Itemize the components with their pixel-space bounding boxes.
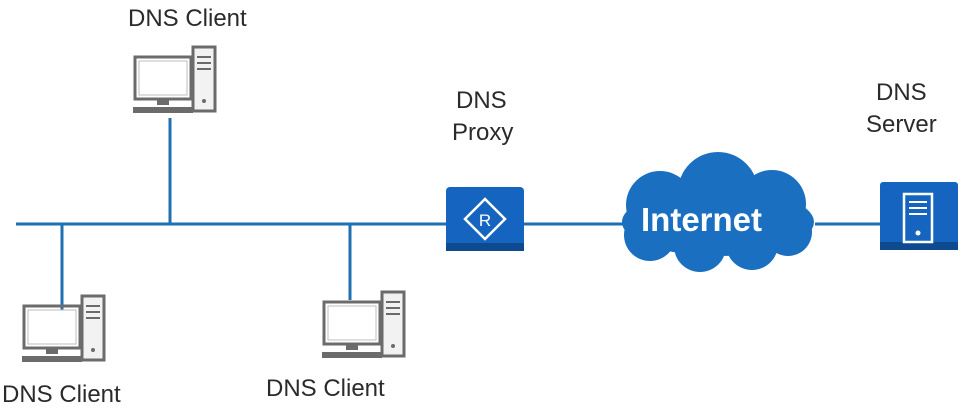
label-dns-proxy-line1: DNS [456, 87, 507, 114]
label-dns-server-line2: Server [866, 111, 937, 138]
desktop-computer-icon-bottom-left [20, 294, 106, 364]
connection-lines [16, 118, 880, 312]
label-dns-proxy-line2: Proxy [452, 119, 514, 146]
label-internet: Internet [641, 201, 763, 238]
label-dns-client-bottom-left: DNS Client [2, 381, 121, 408]
desktop-computer-icon-top [131, 45, 217, 115]
label-dns-server-line1: DNS [876, 79, 927, 106]
router-icon: R [446, 187, 524, 251]
desktop-computer-icon-bottom-mid [320, 290, 406, 360]
label-dns-client-bottom-mid: DNS Client [266, 375, 385, 402]
cloud-icon [622, 152, 814, 272]
server-icon [880, 182, 958, 250]
label-dns-client-top: DNS Client [128, 5, 247, 32]
svg-text:R: R [479, 211, 491, 230]
